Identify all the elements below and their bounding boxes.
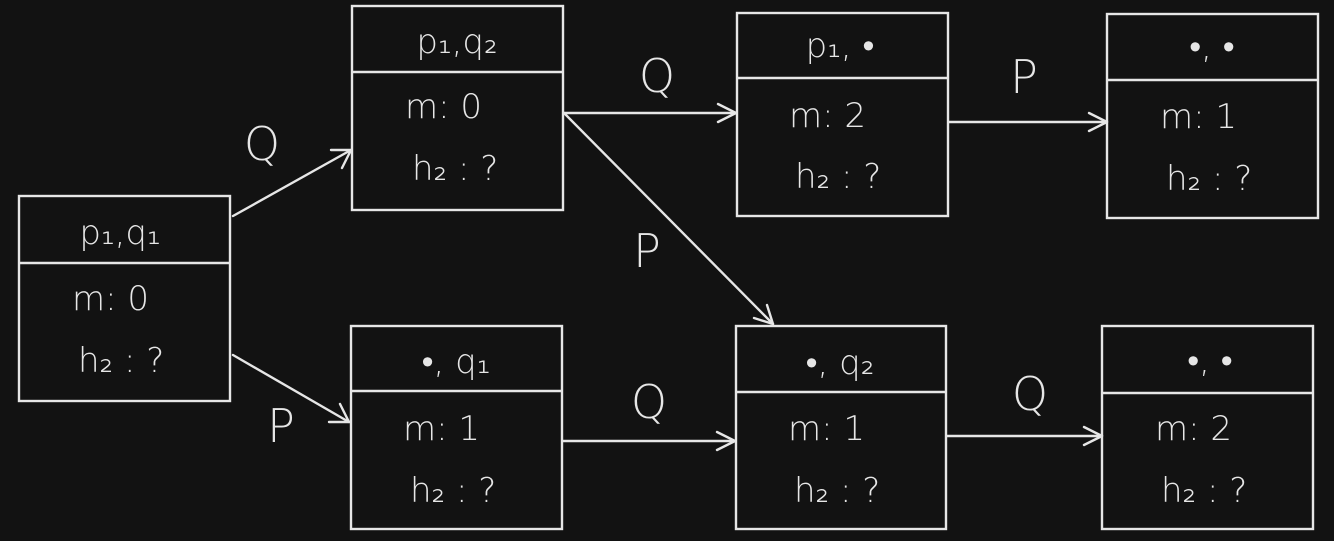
state-box-n6: •, q₂ m: 1 h₂ : ? [734,324,948,531]
edge-n1-n5: P [231,353,351,453]
state-title: •, • [1187,341,1232,381]
edge-n5-n6: Q [561,375,737,452]
edge-label: P [1010,50,1038,104]
edge-n3-n4: P [947,50,1109,133]
state-box-n4: •, • m: 1 h₂ : ? [1105,12,1320,220]
edge-n1-n2: Q [231,117,353,218]
edge-n6-n7: Q [945,367,1104,447]
edge-label: Q [1012,367,1048,421]
edge-n2-n6: P [562,111,775,326]
h-value: h₂ : ? [412,149,498,189]
state-box-n2: p₁,q₂ m: 0 h₂ : ? [350,4,565,212]
m-value: m: 2 [789,96,866,136]
edge-n2-n3: Q [562,49,738,124]
state-title: •, q₂ [806,343,875,383]
h-value: h₂ : ? [410,471,496,511]
edge-label: P [267,399,295,453]
m-value: m: 1 [1160,97,1237,137]
state-title: •, • [1189,27,1234,67]
state-box-n1: p₁,q₁ m: 0 h₂ : ? [17,194,232,403]
edge-label: Q [631,375,667,429]
m-value: m: 1 [788,409,865,449]
m-value: m: 2 [1155,409,1232,449]
state-box-n7: •, • m: 2 h₂ : ? [1100,324,1315,531]
edge-label: Q [639,49,675,103]
state-title: p₁,q₁ [79,213,160,253]
state-title: p₁, • [806,26,875,66]
h-value: h₂ : ? [794,471,880,511]
state-title: •, q₁ [422,342,491,382]
h-value: h₂ : ? [1161,471,1247,511]
h-value: h₂ : ? [795,157,881,197]
edge-label: Q [244,117,280,171]
m-value: m: 0 [72,279,149,319]
h-value: h₂ : ? [78,341,164,381]
edge-label: P [633,224,661,278]
state-box-n3: p₁, • m: 2 h₂ : ? [735,11,950,218]
h-value: h₂ : ? [1166,159,1252,199]
m-value: m: 1 [403,409,480,449]
state-title: p₁,q₂ [416,22,497,62]
state-box-n5: •, q₁ m: 1 h₂ : ? [349,324,564,531]
m-value: m: 0 [405,87,482,127]
